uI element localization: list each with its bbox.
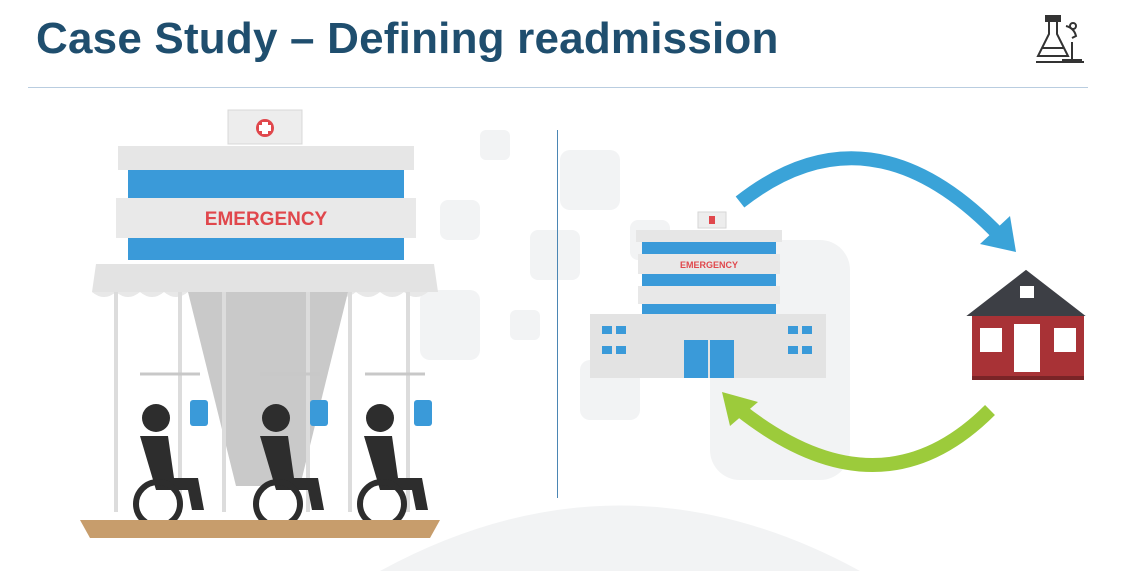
- emergency-hospital-illustration: EMERGENCY: [80, 109, 440, 538]
- lab-flask-microscope-icon: [1036, 15, 1084, 63]
- center-divider: [557, 130, 558, 498]
- readmission-cycle-illustration: EMERGENCY: [590, 151, 1089, 472]
- title-underline: [28, 87, 1088, 88]
- iv-drip-icon: [140, 372, 432, 426]
- hospital-icon: EMERGENCY: [590, 211, 826, 378]
- emergency-sign: EMERGENCY: [205, 209, 328, 230]
- slide-title: Case Study – Defining readmission: [36, 14, 779, 63]
- emergency-sign-small: EMERGENCY: [680, 260, 738, 270]
- house-icon: [963, 266, 1089, 380]
- discharge-arrow-icon: [735, 151, 1016, 252]
- readmission-arrow-icon: [722, 392, 995, 472]
